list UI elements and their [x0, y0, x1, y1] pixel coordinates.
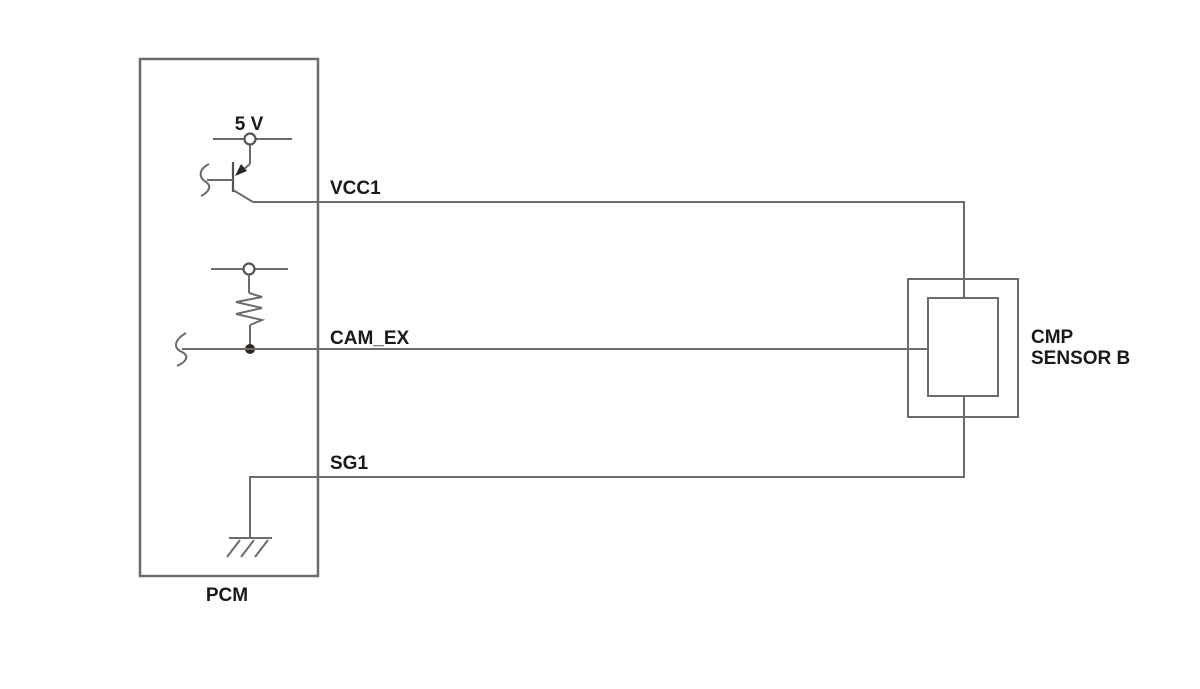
- ground-slash-2: [240, 539, 255, 558]
- sensor-label-line1: CMP: [1031, 327, 1074, 348]
- sensor-inner-box: [927, 297, 999, 397]
- cmp-sensor: CMP SENSOR B: [907, 278, 1130, 418]
- supply-voltage-label: 5 V: [235, 114, 264, 135]
- pnp-transistor-icon: [199, 145, 254, 203]
- supply-terminal: 5 V: [213, 114, 292, 146]
- vcc1-label: VCC1: [330, 178, 381, 199]
- pcm-label: PCM: [206, 585, 248, 606]
- sg1-wire: [249, 397, 965, 537]
- sg1-label: SG1: [330, 453, 368, 474]
- pcm-box: [138, 57, 320, 578]
- vcc1-wire: [253, 201, 965, 298]
- cam-ex-label: CAM_EX: [330, 328, 410, 349]
- sensor-outer-box: [907, 278, 1019, 418]
- supply-terminal-circle-icon: [243, 132, 257, 146]
- resistor-icon: [235, 292, 266, 326]
- ground-slash-1: [226, 539, 241, 558]
- ground-slash-3: [254, 539, 269, 558]
- transistor-collector-diagonal: [232, 189, 254, 203]
- pullup-terminal-circle-icon: [242, 262, 256, 276]
- transistor-emitter-arrow-icon: [235, 164, 247, 176]
- base-wire-break-icon: [199, 163, 211, 197]
- sensor-label-line2: SENSOR B: [1031, 348, 1130, 369]
- pull-up-network: [211, 262, 288, 354]
- cam-ex-wire-break-icon: [175, 332, 188, 367]
- chassis-ground-icon: [226, 537, 272, 558]
